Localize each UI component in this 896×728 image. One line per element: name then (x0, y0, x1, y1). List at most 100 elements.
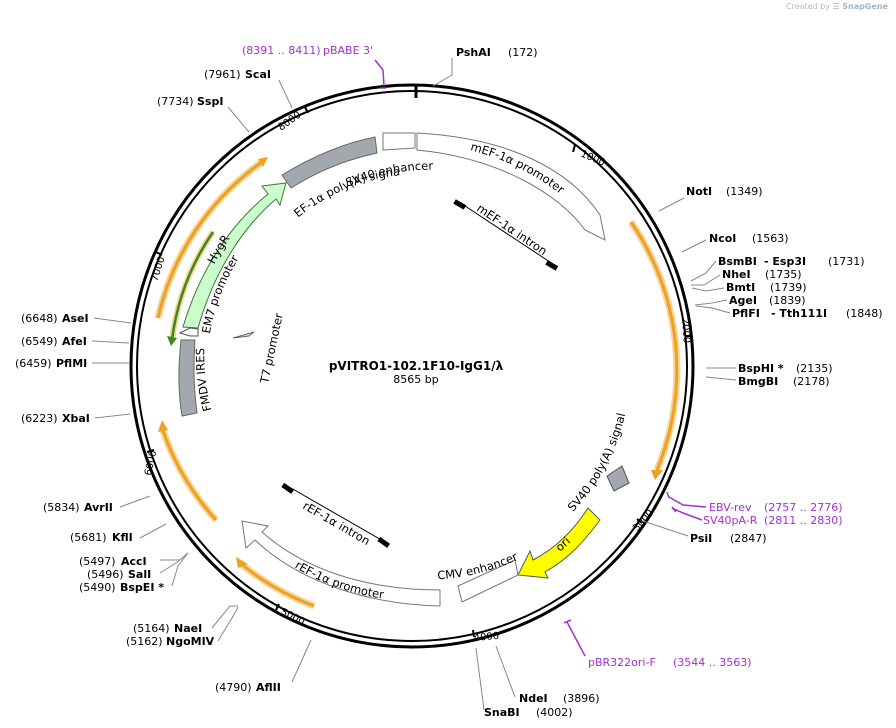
mef1a-promoter-label: mEF-1α promoter (469, 139, 567, 196)
orf-left-lower (158, 420, 219, 523)
leader-sspi (227, 106, 250, 133)
site-name-esp3i: - Esp3I (764, 255, 806, 268)
site-name-tth111i: - Tth111I (771, 307, 827, 320)
site-pos-bsphi: (2135) (796, 362, 833, 375)
orf-green-inner (167, 230, 216, 346)
site-name-sspi: SspI (197, 95, 223, 108)
site-pos-xbai: (6223) (21, 412, 58, 425)
site-name-pflfi: PflFI (732, 307, 760, 320)
site-leader-lines (91, 58, 737, 711)
site-pos-asei: (6648) (21, 312, 58, 325)
tick-label-4000: 4000 (473, 631, 499, 644)
cmv-enhancer-block (457, 559, 519, 603)
plasmid-name: pVITRO1-102.1F10-IgG1/λ (329, 359, 504, 373)
site-name-afei: AfeI (62, 335, 87, 348)
site-name-psha1: PshAI (456, 46, 491, 59)
leader-bspei (171, 552, 189, 587)
leader-bmgbi (705, 376, 737, 381)
primer-name-pbabe: pBABE 3' (323, 44, 373, 57)
leader-ncoi (681, 239, 707, 253)
site-labels: PshAI (172) NotI (1349) NcoI (1563) BsmB… (15, 46, 883, 719)
site-pos-bmti: (1739) (770, 281, 807, 294)
site-pos-ncoi: (1563) (752, 232, 789, 245)
site-pos-avrii: (5834) (43, 501, 80, 514)
site-pos-bsmbi: (1731) (828, 255, 865, 268)
leader-psii (642, 520, 689, 537)
primer-range-pbr322: (3544 .. 3563) (673, 656, 752, 669)
tick-label-5000: 5000 (279, 607, 307, 628)
site-name-scai: ScaI (245, 68, 271, 81)
site-name-sali: SalI (128, 568, 151, 581)
site-name-bsmbi: BsmBI (718, 255, 757, 268)
primer-mark-sv40pa (671, 507, 703, 521)
features (178, 132, 630, 607)
backbone (129, 83, 695, 649)
leader-xbai (94, 413, 131, 419)
site-pos-ngomiv: (5162) (126, 635, 163, 648)
ori-arrow (517, 507, 601, 579)
fmdv-ires-block (178, 339, 198, 417)
primer-labels: (8391 .. 8411) pBABE 3' EBV-rev (2757 ..… (242, 44, 843, 669)
site-pos-nhei: (1735) (765, 268, 802, 281)
site-pos-pflfi: (1848) (846, 307, 883, 320)
tick-mark-8000 (304, 106, 309, 114)
site-name-avrii: AvrII (84, 501, 113, 514)
fmdv-ires-label: FMDV IRES (193, 348, 214, 413)
primer-mark-pbabe (374, 59, 385, 87)
site-pos-psha1: (172) (508, 46, 538, 59)
ef1a-polya-block (281, 136, 378, 189)
ref1a-intron (281, 482, 391, 548)
primer-name-ebv: EBV-rev (709, 501, 752, 514)
site-name-agei: AgeI (729, 294, 757, 307)
site-pos-sspi: (7734) (157, 95, 194, 108)
tick-mark-4000 (472, 629, 475, 638)
sv40-polya-block (606, 465, 630, 492)
ref1a-promoter-label: rEF-1α promoter (293, 558, 385, 602)
t7-promoter-label: T7 promoter (257, 312, 286, 386)
leader-psha1 (432, 58, 453, 87)
site-pos-psii: (2847) (730, 532, 767, 545)
site-name-pflmi: PflMI (56, 357, 87, 370)
site-name-asei: AseI (62, 312, 89, 325)
em7-promoter-arrow (178, 327, 199, 337)
leader-naei (211, 605, 238, 629)
site-pos-afei: (6549) (21, 335, 58, 348)
leader-snabi (475, 647, 485, 711)
site-pos-kfli: (5681) (70, 531, 107, 544)
site-pos-snabi: (4002) (536, 706, 573, 719)
site-pos-ndei: (3896) (563, 692, 600, 705)
primer-range-ebv: (2757 .. 2776) (764, 501, 843, 514)
site-pos-bmgbi: (2178) (793, 375, 830, 388)
sv40-enhancer-block (382, 132, 416, 151)
leader-kfli (139, 523, 167, 539)
leader-scai (278, 79, 293, 109)
leader-bsmbi (690, 260, 717, 282)
site-name-nhei: NheI (722, 268, 751, 281)
site-name-bsphi: BspHI * (738, 362, 784, 375)
t7-promoter-arrow (232, 331, 255, 339)
site-pos-noti: (1349) (726, 185, 763, 198)
tick-mark-6000 (146, 449, 155, 453)
mef1a-promoter-arrow (416, 132, 606, 241)
site-pos-scai: (7961) (204, 68, 241, 81)
ef1a-polya-label: EF-1α poly(A) signal (0, 0, 401, 220)
backbone-outer (129, 83, 695, 649)
leader-ndei (495, 645, 516, 698)
site-name-acci: AccI (121, 555, 147, 568)
primer-marks (374, 59, 707, 657)
leader-noti (658, 197, 685, 212)
snapgene-logo-icon: ☰ (832, 2, 840, 11)
site-pos-acci: (5497) (79, 555, 116, 568)
tick-label-2000: 2000 (679, 317, 692, 343)
site-name-aflii: AflII (256, 681, 281, 694)
backbone-inner (136, 90, 688, 642)
primer-tick-ebv (666, 491, 670, 499)
site-name-xbai: XbaI (62, 412, 90, 425)
leader-ngomiv (217, 606, 239, 642)
site-pos-agei: (1839) (769, 294, 806, 307)
leader-aflii (291, 639, 312, 683)
site-pos-sali: (5496) (87, 568, 124, 581)
tick-mark-5000 (275, 603, 280, 611)
primer-name-pbr322: pBR322ori-F (588, 656, 656, 669)
site-name-ngomiv: NgoMIV (166, 635, 215, 648)
